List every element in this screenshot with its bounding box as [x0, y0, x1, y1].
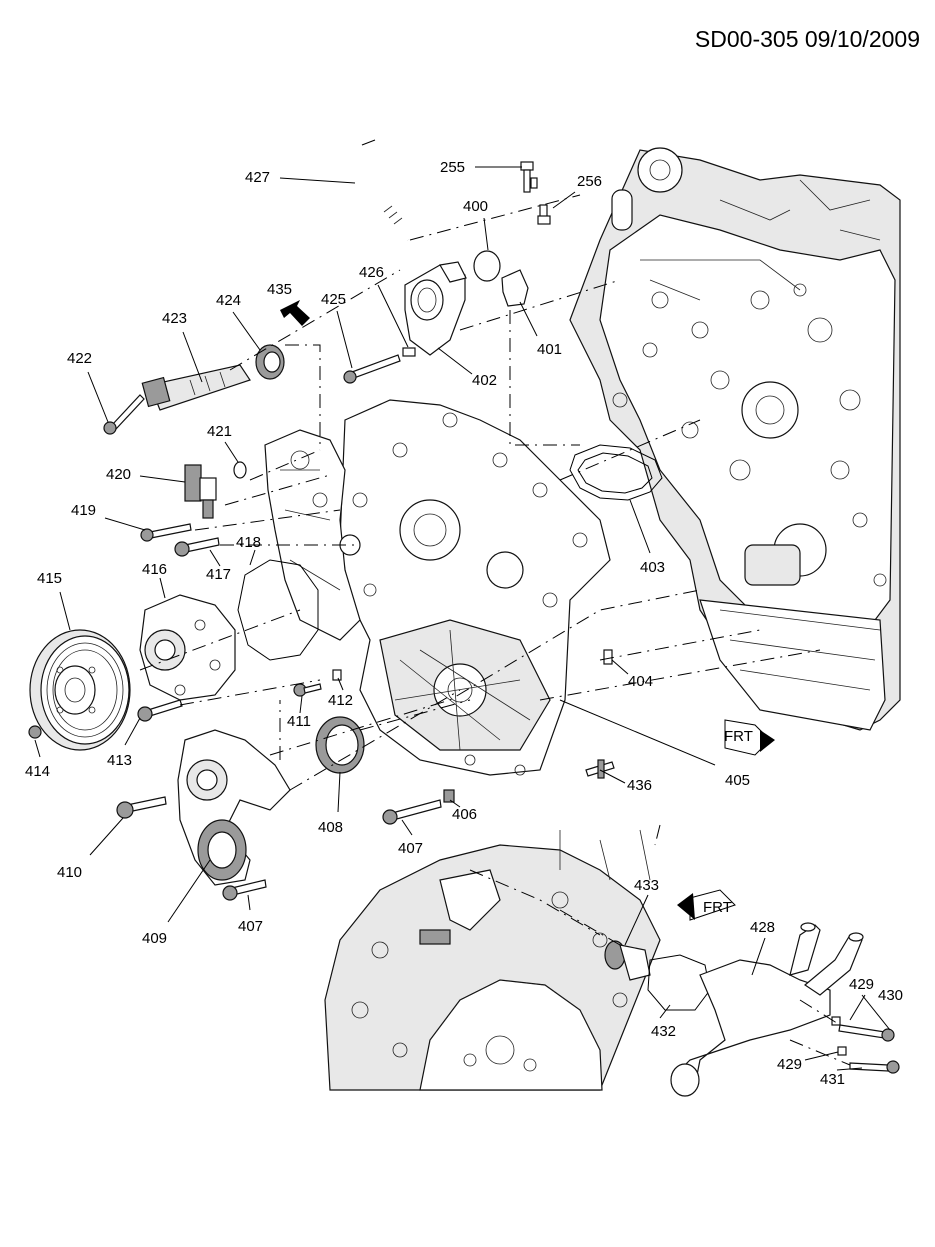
- dowel-404-illustration: [603, 649, 613, 665]
- callout-label: 431: [820, 1071, 845, 1088]
- front-direction-marker-upper: FRT: [724, 719, 775, 756]
- callout-label: 406: [452, 806, 477, 823]
- callout-label: 430: [878, 987, 903, 1004]
- callout-label: 408: [318, 819, 343, 836]
- housing-bolts-illustration: [831, 1016, 900, 1074]
- crank-pulley-illustration: [29, 629, 131, 751]
- thermostat-illustration: [604, 940, 651, 981]
- callout-label: 417: [206, 566, 231, 583]
- callout-label: 436: [627, 777, 652, 794]
- callout-label: 402: [472, 372, 497, 389]
- callout-label: 412: [328, 692, 353, 709]
- o-ring-421-illustration: [233, 461, 247, 479]
- callout-label: 400: [463, 198, 488, 215]
- callout-label: 407: [398, 840, 423, 857]
- water-outlet-housing-illustration: [404, 261, 467, 356]
- document-id-date: SD00-305 09/10/2009: [694, 26, 920, 52]
- callout-label: 429: [849, 976, 874, 993]
- crank-seal-illustration: [315, 716, 365, 774]
- bolt-255-illustration: [520, 161, 538, 193]
- callout-label: 413: [107, 752, 132, 769]
- callout-label: 432: [651, 1023, 676, 1040]
- callout-label: 415: [37, 570, 62, 587]
- direction-arrow-435: [280, 300, 310, 326]
- callout-label: 424: [216, 292, 241, 309]
- callout-label: 420: [106, 466, 131, 483]
- camshaft-seal-illustration: [255, 344, 285, 380]
- callout-label: 256: [577, 173, 602, 190]
- belt-tensioner-illustration: [177, 729, 291, 886]
- water-pump-housing-illustration: [264, 429, 361, 641]
- water-pump-illustration: [139, 594, 236, 701]
- callout-label: 419: [71, 502, 96, 519]
- callout-label: 425: [321, 291, 346, 308]
- callout-label: 435: [267, 281, 292, 298]
- callout-label: 404: [628, 673, 653, 690]
- gasket-401-illustration: [501, 269, 529, 307]
- stud-256-illustration: [537, 204, 551, 225]
- front-direction-marker-lower: FRT: [677, 889, 736, 921]
- engine-block-illustration: [569, 147, 901, 731]
- callout-label: 428: [750, 919, 775, 936]
- gasket-403-illustration: [569, 444, 663, 501]
- callout-label: 421: [207, 423, 232, 440]
- alignment-lines: [139, 194, 851, 1066]
- callout-label: 401: [537, 341, 562, 358]
- callout-label: 410: [57, 864, 82, 881]
- callout-label: 423: [162, 310, 187, 327]
- front-label-upper: FRT: [724, 728, 753, 745]
- o-ring-400-illustration: [473, 250, 501, 282]
- callout-label: 433: [634, 877, 659, 894]
- callout-label: 411: [287, 713, 311, 730]
- callout-label: 422: [67, 350, 92, 367]
- callout-label: 418: [236, 534, 261, 551]
- callout-label: 414: [25, 763, 50, 780]
- water-pump-gasket-illustration: [237, 559, 319, 661]
- callout-label: 416: [142, 561, 167, 578]
- callout-label: 255: [440, 159, 465, 176]
- heater-pipe-illustration: [355, 139, 410, 242]
- thermostat-gasket-illustration: [647, 954, 711, 1011]
- callout-label: 405: [725, 772, 750, 789]
- callout-labels: 255 256 400 401 402 403 404 405 406 407 …: [25, 159, 903, 1088]
- engine-front-cover-illustration: [339, 399, 611, 776]
- callout-label: 407: [238, 918, 263, 935]
- callout-label: 409: [142, 930, 167, 947]
- sensor-420-illustration: [184, 464, 217, 519]
- callout-label: 429: [777, 1056, 802, 1073]
- front-label-lower: FRT: [703, 899, 732, 916]
- thermostat-housing-illustration: [670, 922, 864, 1097]
- camshaft-position-actuator-illustration: [141, 364, 251, 411]
- lower-engine-flywheel-illustration: [324, 829, 661, 1091]
- leader-lines: [34, 166, 891, 1071]
- callout-label: 427: [245, 169, 270, 186]
- callout-label: 426: [359, 264, 384, 281]
- callout-label: 403: [640, 559, 665, 576]
- bolts-group: [28, 347, 615, 901]
